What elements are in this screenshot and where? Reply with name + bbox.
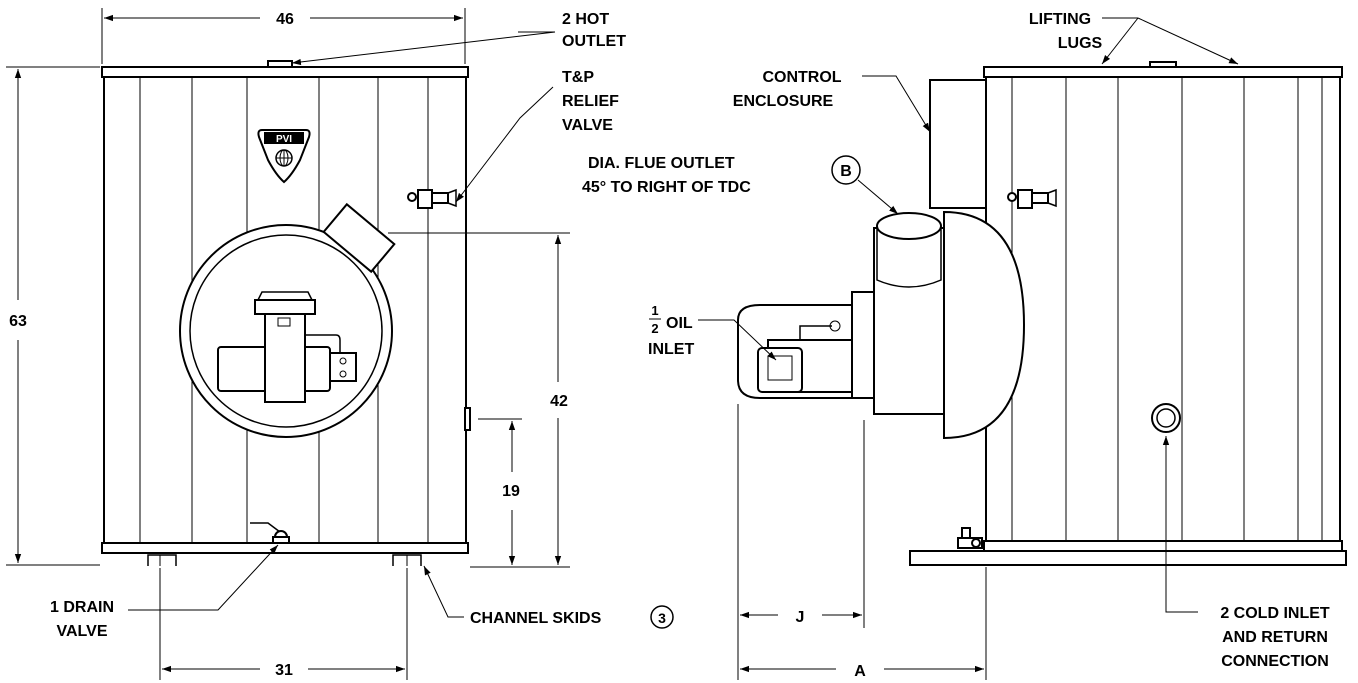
cold-inlet-outer: [1151, 403, 1181, 433]
side-bottom-band: [983, 540, 1343, 552]
side-drain-valve: [957, 527, 983, 549]
label-cold-1: 2 COLD INLET: [1220, 605, 1330, 622]
label-lifting-1: LIFTING: [1029, 11, 1091, 28]
label-oil-numerator: 1: [651, 303, 658, 318]
label-channel-skids: CHANNEL SKIDS: [470, 610, 602, 627]
front-burner-assembly: [217, 291, 357, 403]
side-base-plate: [909, 550, 1347, 566]
front-view: PVI: [101, 60, 471, 566]
label-hot-outlet-1: 2 HOT: [562, 11, 609, 28]
side-view: [737, 61, 1347, 566]
channel-skids-callout: 3: [658, 610, 666, 626]
label-drain-1: 1 DRAIN: [50, 599, 114, 616]
front-bottom-band: [101, 542, 469, 554]
flue-callout-circle: [831, 155, 861, 185]
dim-height-upper: 42: [550, 393, 568, 410]
label-flue-2: 45° TO RIGHT OF TDC: [582, 179, 751, 196]
label-tp-2: RELIEF: [562, 93, 619, 110]
cold-inlet-inner: [1156, 408, 1176, 428]
dim-height-lower: 19: [502, 483, 520, 500]
label-cold-2: AND RETURN: [1222, 629, 1328, 646]
channel-skids-callout-circle: [650, 605, 674, 629]
label-tp-3: VALVE: [562, 117, 613, 134]
label-flue-1: DIA. FLUE OUTLET: [588, 155, 735, 172]
front-skid-left: [147, 554, 177, 566]
front-side-port: [464, 407, 471, 431]
label-lifting-2: LUGS: [1058, 35, 1103, 52]
control-enclosure-box: [929, 79, 987, 209]
label-cold-3: CONNECTION: [1221, 653, 1329, 670]
front-drain-valve: [250, 522, 290, 544]
front-top-band: [101, 66, 469, 78]
side-dimensions: J A: [737, 404, 987, 680]
front-control-box: [322, 202, 396, 274]
side-top-band: [983, 66, 1343, 78]
hot-outlet-stub: [267, 60, 293, 68]
pvi-logo: PVI: [257, 129, 311, 184]
side-burner-assembly: [737, 291, 875, 399]
side-cabinet: [985, 66, 1341, 552]
label-oil-denominator: 2: [651, 321, 658, 336]
dim-j: J: [796, 609, 805, 626]
burner-flange: [873, 227, 945, 415]
label-oil-2: INLET: [648, 341, 694, 358]
flue-callout: B: [840, 163, 852, 180]
front-labels: 2 HOT OUTLET T&P RELIEF VALVE 1 DRAIN VA…: [50, 11, 674, 640]
burner-hood: [943, 210, 1026, 440]
label-drain-2: VALVE: [57, 623, 108, 640]
dim-a: A: [854, 663, 866, 680]
front-dimensions: 46 63 42 19 31: [6, 8, 570, 680]
dim-skid-spacing: 31: [275, 662, 293, 679]
label-hot-outlet-2: OUTLET: [562, 33, 626, 50]
side-labels: LIFTING LUGS CONTROL ENCLOSURE DIA. FLUE…: [582, 11, 1330, 670]
lifting-lug-top: [1149, 61, 1177, 68]
label-control-2: ENCLOSURE: [733, 93, 834, 110]
dim-height-overall: 63: [9, 313, 27, 330]
side-tp-relief-valve: [1007, 188, 1057, 209]
label-control-1: CONTROL: [762, 69, 841, 86]
pvi-logo-text: PVI: [276, 134, 292, 145]
burner-ring-inner: [189, 234, 383, 428]
label-tp-1: T&P: [562, 69, 594, 86]
dim-width-top: 46: [276, 11, 294, 28]
label-oil-1: OIL: [666, 315, 693, 332]
flue-outlet: [876, 212, 942, 288]
